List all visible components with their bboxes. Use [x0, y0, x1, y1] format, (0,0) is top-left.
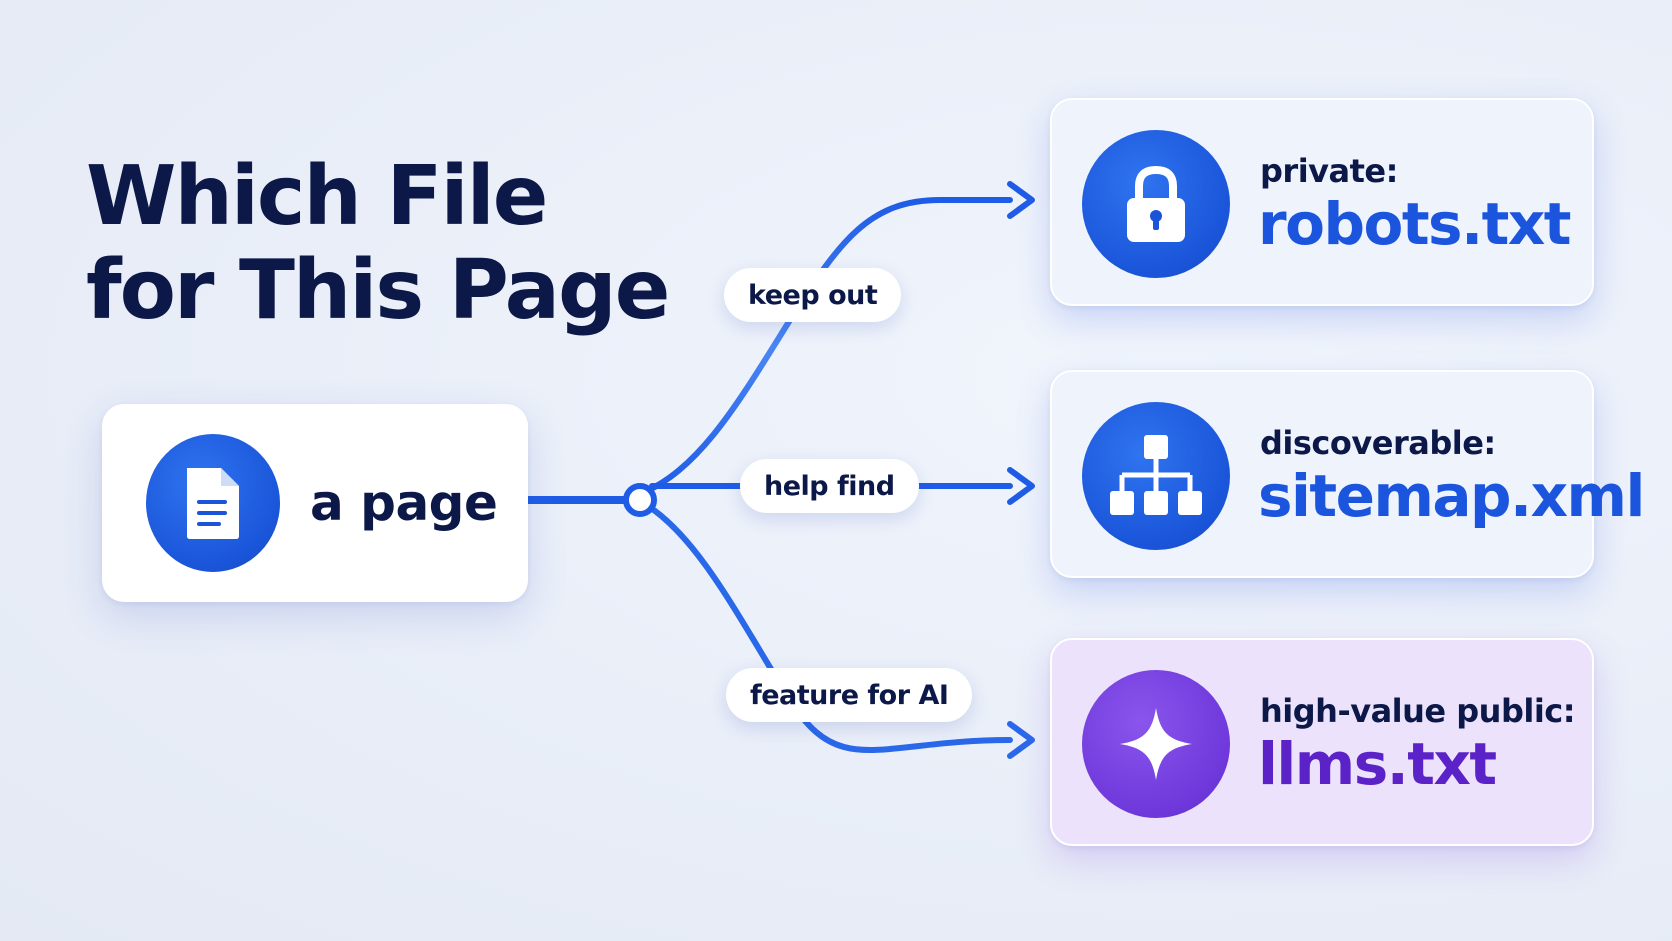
- target-label: high-value public:: [1260, 692, 1576, 730]
- arrowhead-llms: [1007, 721, 1035, 759]
- document-icon: [146, 434, 280, 572]
- arrowhead-robots: [1007, 181, 1035, 219]
- sparkle-icon: [1082, 670, 1230, 818]
- source-card: a page: [102, 404, 528, 602]
- pill-help-find: help find: [740, 459, 919, 513]
- target-filename: robots.txt: [1258, 190, 1571, 258]
- sitemap-icon: [1082, 402, 1230, 550]
- target-filename: sitemap.xml: [1258, 462, 1645, 530]
- branch-line-robots: [637, 197, 1013, 497]
- target-filename: llms.txt: [1258, 730, 1497, 798]
- arrowhead-sitemap: [1007, 467, 1035, 505]
- page-title: Which File for This Page: [86, 149, 670, 338]
- junction-node: [623, 483, 657, 517]
- target-card-robots: private: robots.txt: [1050, 98, 1594, 306]
- target-label: private:: [1260, 152, 1398, 190]
- target-label: discoverable:: [1260, 424, 1496, 462]
- pill-keep-out: keep out: [724, 268, 902, 322]
- pill-feature-for-ai: feature for AI: [726, 668, 973, 722]
- lock-icon: [1082, 130, 1230, 278]
- target-card-sitemap: discoverable: sitemap.xml: [1050, 370, 1645, 578]
- source-label: a page: [310, 474, 498, 532]
- target-card-llms: high-value public: llms.txt: [1050, 638, 1594, 846]
